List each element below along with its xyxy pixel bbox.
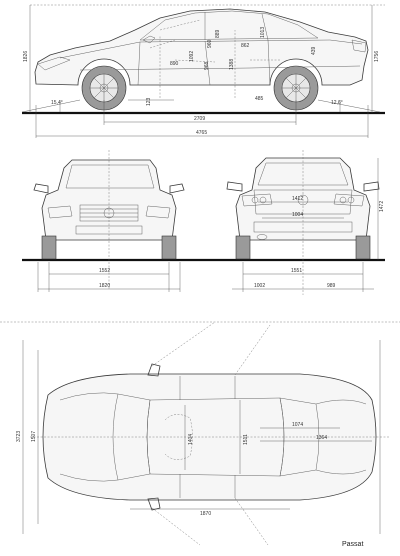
top-view: 3723 1507 1404 1511 1074 1364 1870 [0, 321, 400, 546]
side-view: 1826 1756 2709 4765 15,4° 12,6° 123 890 … [21, 4, 385, 138]
rear-right-tire [355, 235, 371, 260]
side-dim-1013: 1013 [260, 27, 266, 38]
rear-dim-1412: 1412 [292, 196, 303, 202]
rear-dim-1002: 1002 [254, 283, 265, 289]
top-dim-width-bottom: 1870 [200, 511, 211, 517]
model-caption: Passat [342, 541, 364, 548]
rear-dim-track: 1551 [291, 268, 302, 274]
side-dim-length: 4765 [196, 130, 207, 136]
side-car-body [34, 8, 369, 86]
top-dim-width-left: 1507 [31, 431, 37, 442]
front-left-tire [41, 235, 57, 260]
top-dim-1364: 1364 [316, 435, 327, 441]
rear-dim-1004: 1004 [292, 212, 303, 218]
side-dim-439: 439 [311, 46, 317, 55]
side-dim-889: 889 [215, 29, 221, 38]
side-dim-height-right: 1756 [374, 51, 380, 62]
rear-dim-989: 989 [327, 283, 336, 289]
top-dim-1404: 1404 [188, 434, 194, 445]
side-dim-angle-rear: 12,6° [331, 100, 343, 106]
side-dim-485: 485 [255, 96, 264, 102]
front-dim-width: 1820 [99, 283, 110, 289]
side-dim-angle-front: 15,4° [51, 100, 63, 106]
side-dim-1388: 1388 [229, 59, 235, 70]
rear-dim-height: 1472 [379, 201, 385, 212]
side-dim-1092: 1092 [189, 51, 195, 62]
top-dim-length: 3723 [16, 431, 22, 442]
front-right-tire [161, 235, 177, 260]
front-dim-track: 1552 [99, 268, 110, 274]
side-dim-862: 862 [241, 43, 250, 49]
side-dim-968: 968 [204, 61, 210, 70]
rear-left-tire [235, 235, 251, 260]
rear-view: 1412 1004 1472 1551 1002 989 [226, 150, 385, 295]
side-dim-wheelbase: 2709 [194, 116, 205, 122]
side-dim-height-left: 1826 [23, 51, 29, 62]
side-dim-clearance: 123 [146, 97, 152, 106]
front-view: 1552 1820 [22, 150, 385, 292]
top-dim-1511: 1511 [243, 434, 249, 445]
side-dim-890: 890 [170, 61, 179, 67]
side-dim-960: 960 [207, 39, 213, 48]
top-dim-1074: 1074 [292, 422, 303, 428]
